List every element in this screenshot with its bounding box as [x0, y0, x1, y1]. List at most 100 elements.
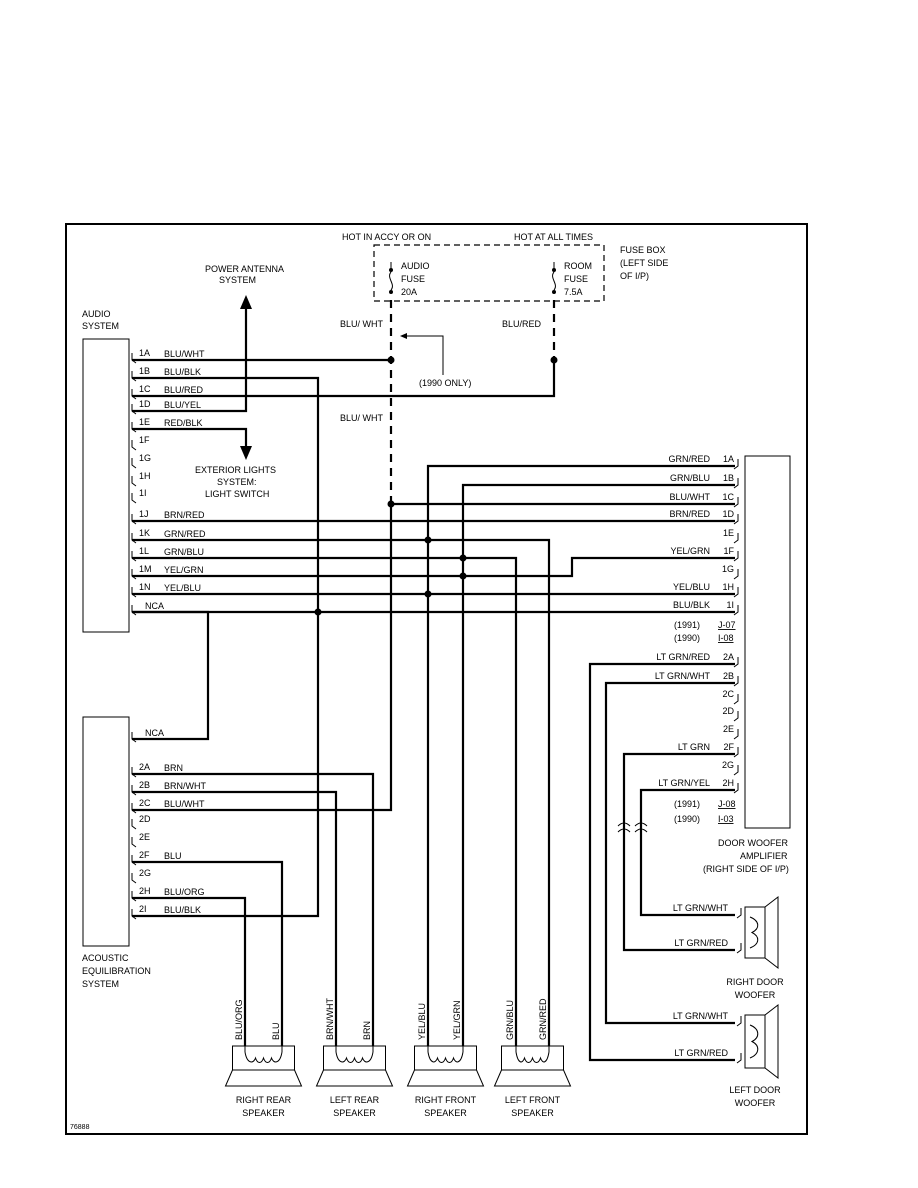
- amplifier-box: [744, 455, 791, 829]
- connector-pin-icon: [131, 371, 137, 382]
- connector-pin-icon: [131, 458, 137, 469]
- room-fuse-label: ROOM FUSE 7.5A: [564, 261, 595, 297]
- amp-pin-label: 2B: [723, 671, 734, 681]
- connector-pin-icon: [131, 533, 137, 544]
- connector-pin-icon: [733, 478, 739, 489]
- wire-label-blu-red-top: BLU/RED: [502, 319, 542, 329]
- audio-pin-label: 1B: [139, 366, 150, 376]
- acoustic-wire-label: BLU: [164, 851, 182, 861]
- wire-label-blu-wht-top: BLU/ WHT: [340, 319, 384, 329]
- audio-wire-label: BLU/WHT: [164, 349, 205, 359]
- acoustic-wire-label: BLU/ORG: [164, 887, 205, 897]
- connector-year-label: (1991): [674, 799, 700, 809]
- amp-wire-label: LT GRN/WHT: [655, 671, 711, 681]
- audio-fuse-icon: [389, 262, 393, 294]
- wire-label-blu-wht-mid: BLU/ WHT: [340, 413, 384, 423]
- amp-pin-label: 2E: [723, 724, 734, 734]
- acoustic-pin-label: 2F: [139, 850, 150, 860]
- connector-pin-icon: [131, 422, 137, 433]
- connector-pin-icon: [131, 569, 137, 580]
- audio-pin-label: 1I: [139, 488, 147, 498]
- speaker-wire-label: BRN: [362, 1021, 372, 1040]
- connector-pin-icon: [733, 657, 739, 668]
- connector-pin-icon: [131, 440, 137, 451]
- connector-pin-icon: [733, 765, 739, 776]
- amp-pin-label: 1G: [722, 564, 734, 574]
- woofer-wire-label: LT GRN/RED: [674, 938, 728, 948]
- audio-wire-label: BRN/RED: [164, 510, 205, 520]
- amp-wire-label: GRN/RED: [668, 454, 710, 464]
- audio-wire-label: BLU/YEL: [164, 400, 201, 410]
- splice-dots: [314, 356, 558, 616]
- acoustic-pin-label: 2D: [139, 814, 151, 824]
- connector-pin-icon: [131, 493, 137, 504]
- audio-pin-label: 1K: [139, 528, 150, 538]
- figure-id: 76888: [70, 1124, 90, 1131]
- amp-pin-label: 2C: [722, 689, 734, 699]
- connector-pin-icon: [733, 497, 739, 508]
- audio-pin-label: 1A: [139, 348, 150, 358]
- connector-pin-icon: [733, 676, 739, 687]
- audio-pin-label: 1N: [139, 582, 151, 592]
- amp-wire-label: BRN/RED: [669, 509, 710, 519]
- audio-pin-label: 1D: [139, 399, 151, 409]
- connector-ref-label: I-03: [718, 814, 734, 824]
- connector-pin-icon: [733, 711, 739, 722]
- audio-wire-label: YEL/GRN: [164, 565, 204, 575]
- amp-pin-label: 2F: [723, 742, 734, 752]
- connector-pin-icon: [733, 747, 739, 758]
- woofer-wire-connectors: [617, 822, 648, 833]
- audio-wire-label: RED/BLK: [164, 418, 203, 428]
- amp-pin-label: 1F: [723, 546, 734, 556]
- acoustic-system-box: [82, 716, 130, 947]
- audio-pin-label: 1F: [139, 435, 150, 445]
- acoustic-pin-label: 2B: [139, 780, 150, 790]
- audio-pin-label: 1M: [139, 564, 152, 574]
- amp-pin-label: 2A: [723, 652, 734, 662]
- amp-pin-label: 1C: [722, 492, 734, 502]
- connector-pin-icon: [131, 909, 137, 920]
- connector-pin-icon: [733, 694, 739, 705]
- connector-ref-label: J-08: [718, 799, 736, 809]
- amp-pin-label: 1B: [723, 473, 734, 483]
- audio-fuse-label: AUDIO FUSE 20A: [401, 261, 432, 297]
- amp-wire-label: YEL/GRN: [670, 546, 710, 556]
- acoustic-nca-label: NCA: [145, 728, 164, 738]
- speaker-wire-label: GRN/RED: [538, 998, 548, 1040]
- connector-pin-icon: [736, 943, 742, 954]
- acoustic-pin-label: 2H: [139, 886, 151, 896]
- audio-wire-label: GRN/BLU: [164, 547, 204, 557]
- note-1990-arrow: [404, 335, 444, 375]
- audio-wire-label: BLU/RED: [164, 385, 204, 395]
- acoustic-pin-label: 2A: [139, 762, 150, 772]
- power-antenna-label: POWER ANTENNA SYSTEM: [205, 264, 286, 285]
- audio-pin-label: 1H: [139, 471, 151, 481]
- fuse-box: HOT IN ACCY OR ON HOT AT ALL TIMES FUSE …: [342, 232, 671, 302]
- amp-pin-label: 1D: [722, 509, 734, 519]
- acoustic-wire-label: BLU/WHT: [164, 799, 205, 809]
- audio-pin-label: 1L: [139, 546, 149, 556]
- connector-pin-icon: [131, 819, 137, 830]
- acoustic-system-label: ACOUSTIC EQUILIBRATION SYSTEM: [82, 953, 153, 989]
- woofer-speaker-icon: [736, 1003, 779, 1080]
- fuse-box-label: FUSE BOX (LEFT SIDE OF I/P): [620, 245, 671, 281]
- amp-pin-label: 2G: [722, 760, 734, 770]
- connector-pin-icon: [131, 353, 137, 364]
- acoustic-wire-label: BRN/WHT: [164, 781, 206, 791]
- connector-pin-icon: [131, 803, 137, 814]
- woofer-wire-label: LT GRN/WHT: [673, 1011, 729, 1021]
- connector-pin-icon: [733, 459, 739, 470]
- speaker-wire-label: BLU/ORG: [234, 999, 244, 1040]
- connector-pin-icon: [733, 783, 739, 794]
- diagram-frame: [65, 223, 808, 1135]
- connector-pin-icon: [131, 891, 137, 902]
- audio-wire-label: BLU/BLK: [164, 367, 201, 377]
